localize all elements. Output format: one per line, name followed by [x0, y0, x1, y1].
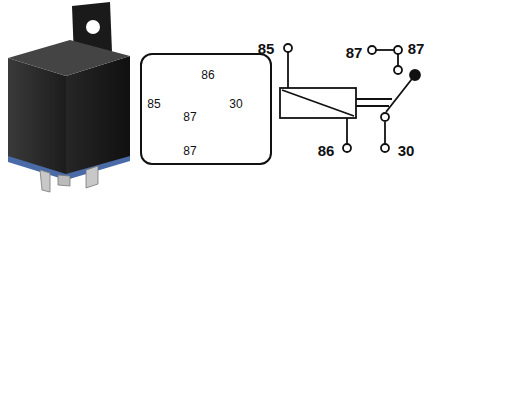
relay-body-top	[8, 40, 130, 76]
terminal-number: 87	[346, 44, 363, 61]
terminal	[381, 144, 389, 152]
pin-number: 87	[183, 144, 196, 158]
wire	[384, 122, 386, 144]
switch-arm	[386, 75, 415, 112]
contact	[381, 113, 389, 121]
pinout-box: 86 85 87 30 87	[140, 53, 272, 165]
terminal	[394, 46, 402, 54]
terminal-number: 87	[408, 40, 425, 57]
pin-number: 85	[147, 97, 160, 111]
pin-number: 30	[229, 97, 242, 111]
pin-number: 86	[201, 68, 214, 82]
mechanical-link	[356, 98, 392, 100]
relay-pin	[58, 175, 70, 186]
relay-photo	[8, 2, 130, 192]
wire	[287, 52, 289, 88]
relay-coil	[280, 88, 356, 118]
relay-schematic	[280, 44, 420, 152]
pin-number: 87	[183, 110, 196, 124]
contact	[394, 66, 402, 74]
terminal-number: 86	[318, 142, 335, 159]
relay-pin	[86, 166, 98, 188]
wire	[376, 49, 394, 51]
bracket-hole	[86, 20, 100, 34]
relay-pin	[40, 170, 50, 192]
terminal	[368, 46, 376, 54]
terminal-number: 30	[398, 142, 415, 159]
wire	[397, 54, 399, 66]
mechanical-link	[356, 105, 389, 107]
terminal	[343, 144, 351, 152]
terminal-number: 85	[258, 40, 275, 57]
terminal	[284, 44, 292, 52]
coil-diagonal	[282, 90, 354, 116]
switch-pivot	[410, 70, 420, 80]
wire	[346, 118, 348, 144]
